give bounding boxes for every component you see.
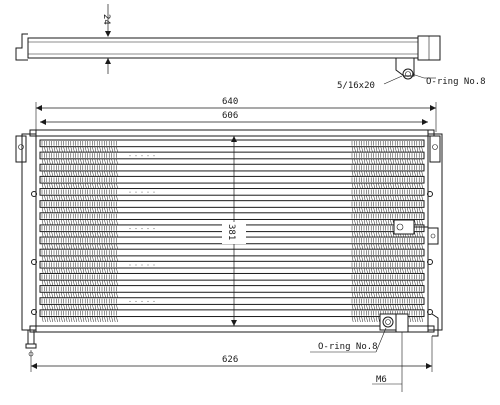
core-tube	[39, 309, 425, 318]
bolt	[427, 259, 433, 265]
core-tube	[39, 188, 425, 196]
dim-top-thickness: 24	[101, 14, 111, 25]
dim-core-height: 381	[226, 224, 236, 240]
core-tube	[39, 212, 425, 220]
front-view: 381	[15, 129, 443, 357]
top-view-left-bracket	[15, 33, 28, 61]
core-tube	[39, 151, 425, 160]
core-tube	[39, 260, 425, 269]
core-tube	[39, 285, 425, 293]
core-tubes	[39, 139, 425, 323]
left-upper-bracket	[15, 135, 27, 163]
bottom-rail	[29, 325, 435, 333]
core-tube	[39, 297, 425, 305]
bolt	[31, 191, 37, 197]
core-tube	[39, 272, 425, 281]
dimension-core: 606	[40, 111, 428, 125]
callout-thread-bottom: M6	[376, 375, 387, 385]
dimension-mount: 626	[30, 336, 433, 372]
right-upper-bracket	[429, 135, 441, 163]
right-foot	[431, 313, 439, 337]
top-view-oring	[402, 68, 414, 80]
bolt	[427, 191, 433, 197]
top-view: 24 5/16x20 O-ring No.8	[15, 4, 486, 91]
dimension-overall: 640	[35, 97, 437, 132]
mounting-bolts	[31, 191, 433, 315]
top-rail	[29, 129, 435, 137]
dim-core-width: 606	[222, 111, 238, 121]
dim-overall-width: 640	[222, 97, 238, 107]
left-tank	[21, 133, 37, 331]
callout-oring-top: O-ring No.8	[426, 77, 486, 87]
core-tube	[39, 175, 425, 184]
core-tube	[39, 200, 425, 208]
outlet-oring	[382, 316, 394, 328]
core-tube	[39, 248, 425, 257]
top-view-fitting	[395, 58, 415, 77]
dim-mount-width: 626	[222, 355, 238, 365]
inlet-fitting	[393, 219, 439, 245]
bolt	[31, 309, 37, 315]
bolt	[31, 259, 37, 265]
bottom-callouts: O-ring No.8 M6	[310, 327, 403, 392]
outlet-fitting	[379, 313, 409, 344]
bolt	[427, 309, 433, 315]
callout-fitting-top: 5/16x20	[337, 81, 375, 91]
core-tube	[39, 163, 425, 172]
callout-oring-bottom: O-ring No.8	[318, 342, 378, 352]
top-view-body	[27, 37, 419, 59]
